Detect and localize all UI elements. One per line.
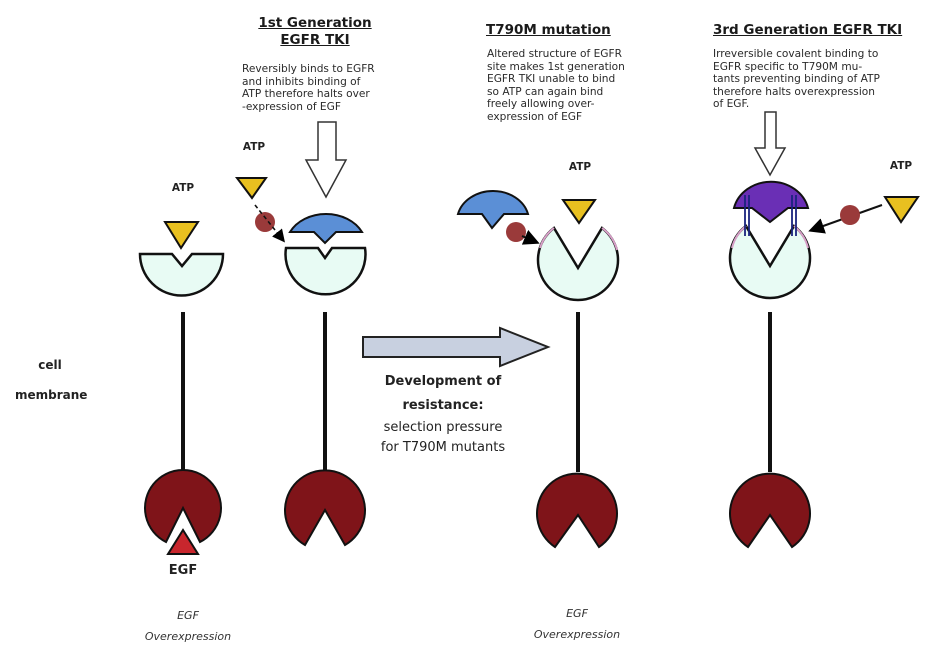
egf-triangle (166, 528, 200, 555)
resistance-bold-line: resistance: (402, 398, 484, 413)
desc-1st-line: -expression of EGF (242, 100, 341, 113)
desc-t790m: Altered structure of EGFR site makes 1st… (487, 48, 657, 123)
atp-triangle-1 (163, 221, 200, 250)
receptor-3-extracellular (536, 226, 620, 302)
tki3-down-arrow (753, 111, 787, 177)
atp-triangle-2 (235, 177, 268, 200)
atp-path-arrow-1 (254, 204, 285, 243)
title-1st-gen: 1st Generation EGFR TKI (240, 15, 390, 49)
overexpression-egf: EGF (177, 609, 199, 622)
mutation-site-right (601, 227, 618, 251)
overexpression-word: Overexpression (144, 630, 232, 643)
atp-label-4: ATP (889, 160, 913, 172)
drug-path-arrow (521, 229, 540, 245)
desc-t790m-line: freely allowing over- (487, 98, 595, 110)
receptor-2 (235, 121, 367, 547)
intracellular-domain-3 (536, 472, 618, 549)
receptor-3 (456, 190, 620, 549)
desc-1st-line: ATP therefore halts over (242, 88, 370, 100)
tki3-molecule (732, 180, 810, 224)
desc-3rd-line: EGFR specific to T790M mu- (713, 60, 863, 73)
tki1-unbound (456, 190, 530, 230)
tki1-molecule (288, 213, 364, 245)
desc-1st-line: Reversibly binds to EGFR (242, 63, 375, 75)
atp-label-2: ATP (242, 141, 266, 153)
intracellular-domain-1 (144, 469, 222, 544)
membrane-label: membrane (15, 388, 88, 402)
mutation-site-left (539, 227, 555, 249)
overexpression-word: Overexpression (533, 628, 621, 641)
overexpression-label-1: EGF Overexpression (143, 605, 233, 647)
cell-membrane-label: cell membrane (15, 350, 88, 410)
title-3rd-gen: 3rd Generation EGFR TKI (713, 22, 903, 38)
receptor-4-extracellular (728, 224, 812, 300)
title-1st-gen-line1: 1st Generation (258, 15, 372, 31)
receptor-1 (138, 221, 225, 555)
desc-t790m-line: site makes 1st generation (487, 60, 625, 73)
resistance-bold-line: Development of (384, 374, 502, 389)
atp-label-3: ATP (568, 161, 592, 173)
desc-t790m-line: expression of EGF (487, 110, 583, 123)
title-1st-gen-line2: EGFR TKI (280, 32, 350, 48)
desc-3rd-line: tants preventing binding of ATP (713, 73, 880, 85)
desc-t790m-line: EGFR TKI unable to bind (487, 73, 616, 85)
overexpression-egf: EGF (566, 607, 588, 620)
tki1-down-arrow (304, 121, 348, 199)
blocked-molecule-1 (255, 212, 275, 232)
desc-t790m-line: Altered structure of EGFR (487, 48, 622, 60)
receptor-1-extracellular (138, 252, 225, 297)
cell-label: cell (38, 358, 62, 372)
title-t790m: T790M mutation (486, 22, 611, 38)
blocked-molecule-2 (506, 222, 526, 242)
atp-triangle-3 (561, 199, 597, 225)
overexpression-label-2: EGF Overexpression (532, 603, 622, 645)
receptor-4 (728, 111, 920, 549)
blocked-molecule-3 (840, 205, 860, 225)
desc-t790m-line: so ATP can again bind (487, 85, 604, 98)
intracellular-domain-2 (284, 469, 366, 547)
atp-triangle-4 (883, 196, 920, 224)
desc-3rd-line: therefore halts overexpression (713, 85, 875, 98)
desc-3rd-line: Irreversible covalent binding to (713, 48, 879, 60)
intracellular-domain-4 (729, 472, 811, 549)
desc-3rd-line: of EGF. (713, 98, 750, 110)
resistance-normal-line: for T790M mutants (380, 440, 506, 455)
desc-3rd-gen: Irreversible covalent binding to EGFR sp… (713, 48, 928, 111)
desc-1st-gen: Reversibly binds to EGFR and inhibits bi… (242, 63, 402, 113)
atp-label-1: ATP (171, 182, 195, 194)
egf-label: EGF (168, 563, 198, 578)
receptor-2-extracellular (284, 246, 367, 296)
resistance-normal-line: selection pressure (383, 420, 503, 435)
desc-1st-line: and inhibits binding of (242, 75, 361, 88)
covalent-bonds (744, 195, 797, 236)
resistance-arrow[interactable] (362, 326, 551, 368)
resistance-text: Development of resistance: selection pre… (368, 370, 518, 458)
